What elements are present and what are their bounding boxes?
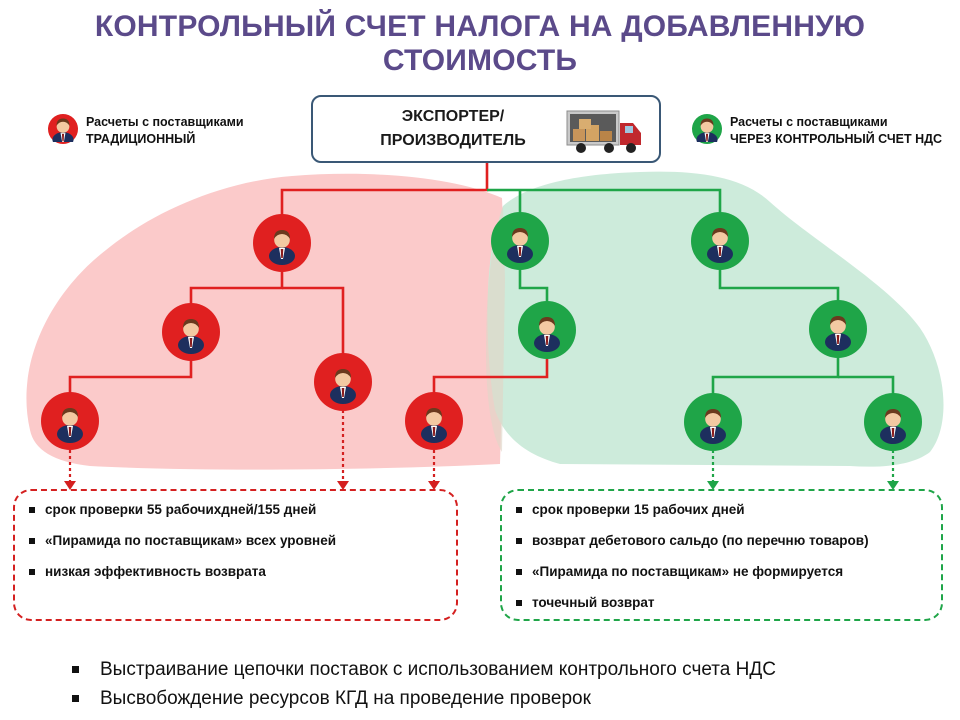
control-account-node <box>691 212 749 270</box>
control-account-node <box>684 393 742 451</box>
legend-traditional: Расчеты с поставщиками ТРАДИЦИОННЫЙ <box>48 114 244 148</box>
traditional-arrows <box>68 410 436 482</box>
legend-control-account: Расчеты с поставщиками ЧЕРЕЗ КОНТРОЛЬНЫЙ… <box>692 114 942 148</box>
summary-item: Высвобождение ресурсов КГД на проведение… <box>72 684 776 713</box>
control-account-arrowheads <box>707 481 899 490</box>
traditional-node <box>162 303 220 361</box>
supplier-person-icon <box>692 114 722 144</box>
traditional-zone <box>26 173 506 470</box>
control-account-nodes <box>491 212 922 451</box>
traditional-arrowheads <box>64 481 440 490</box>
list-item: «Пирамида по поставщикам» не формируется <box>516 562 941 593</box>
control-account-zone <box>487 171 944 467</box>
list-item: «Пирамида по поставщикам» всех уровней <box>29 531 456 562</box>
list-item: срок проверки 15 рабочих дней <box>516 500 941 531</box>
list-item: срок проверки 55 рабочихдней/155 дней <box>29 500 456 531</box>
summary-bullets: Выстраивание цепочки поставок с использо… <box>72 655 776 713</box>
traditional-connectors <box>68 162 549 396</box>
zone-overlap <box>486 206 505 452</box>
control-account-info-box: срок проверки 15 рабочих дней возврат де… <box>500 489 943 621</box>
legend-control-account-line2: ЧЕРЕЗ КОНТРОЛЬНЫЙ СЧЕТ НДС <box>730 132 943 146</box>
control-account-node <box>864 393 922 451</box>
traditional-node <box>314 353 372 411</box>
control-account-node <box>809 300 867 358</box>
supplier-person-icon <box>48 114 78 144</box>
traditional-info-box: срок проверки 55 рабочихдней/155 дней «П… <box>13 489 458 621</box>
control-account-node <box>491 212 549 270</box>
traditional-nodes <box>41 214 463 450</box>
legend-traditional-line1: Расчеты с поставщиками <box>86 115 244 129</box>
summary-item: Выстраивание цепочки поставок с использо… <box>72 655 776 684</box>
exporter-box: ЭКСПОРТЕР/ ПРОИЗВОДИТЕЛЬ <box>311 95 661 163</box>
legend-control-account-line1: Расчеты с поставщиками <box>730 115 888 129</box>
delivery-truck-icon <box>566 110 641 153</box>
exporter-line2: ПРОИЗВОДИТЕЛЬ <box>380 132 526 149</box>
traditional-node <box>253 214 311 272</box>
exporter-line1: ЭКСПОРТЕР/ <box>401 108 505 125</box>
exporter-label: ЭКСПОРТЕР/ ПРОИЗВОДИТЕЛЬ <box>353 105 553 153</box>
traditional-node <box>405 392 463 450</box>
list-item: низкая эффективность возврата <box>29 562 456 593</box>
list-item: возврат дебетового сальдо (по перечню то… <box>516 531 941 562</box>
list-item: точечный возврат <box>516 593 941 624</box>
traditional-node <box>41 392 99 450</box>
page-title: КОНТРОЛЬНЫЙ СЧЕТ НАЛОГА НА ДОБАВЛЕННУЮ С… <box>94 10 866 77</box>
legend-traditional-line2: ТРАДИЦИОННЫЙ <box>86 132 196 146</box>
control-account-node <box>518 301 576 359</box>
control-account-arrows <box>711 450 895 482</box>
control-account-connectors <box>487 188 895 397</box>
